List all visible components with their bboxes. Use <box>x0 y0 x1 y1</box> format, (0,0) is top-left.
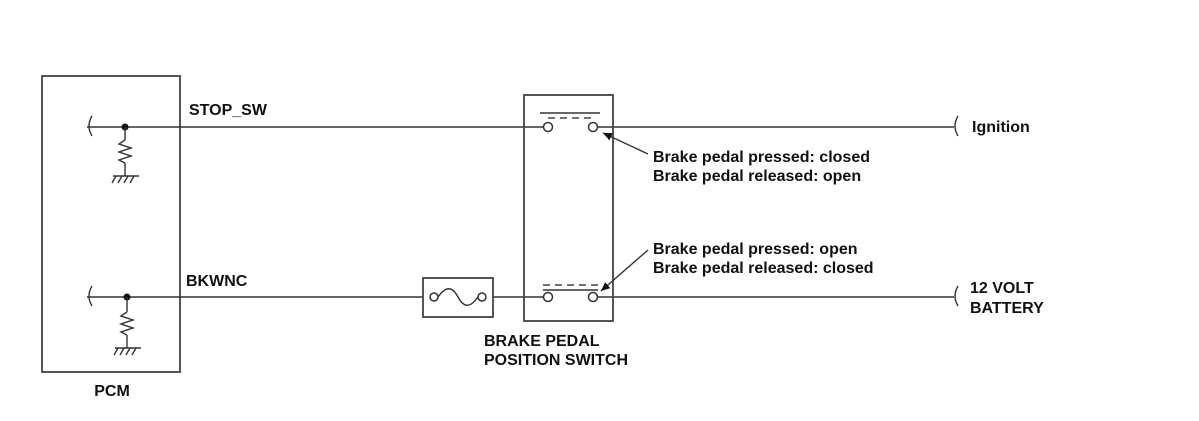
lower-resistor <box>118 311 136 336</box>
pcm-lower-input-circuit <box>87 285 180 356</box>
upper-callout-line1: Brake pedal pressed: closed <box>653 149 870 166</box>
switch-label-line2: POSITION SWITCH <box>484 352 628 369</box>
lower-connector-break <box>88 285 93 307</box>
lower-callout-arrow <box>600 249 649 292</box>
brake-pedal-position-switch: BRAKE PEDAL POSITION SWITCH <box>484 94 628 369</box>
upper-switch-contact-icon <box>540 112 600 133</box>
pcm-label: PCM <box>94 383 130 400</box>
pcm-module: PCM <box>41 75 181 400</box>
battery-label-line2: BATTERY <box>970 300 1044 317</box>
switch-label-line1: BRAKE PEDAL <box>484 333 600 350</box>
upper-ground-icon <box>111 175 139 184</box>
lower-switch-contact-icon <box>542 284 599 303</box>
lower-ground-icon <box>113 347 141 356</box>
battery-label-line1: 12 VOLT <box>970 280 1034 297</box>
battery-connector-break <box>954 285 959 307</box>
upper-callout-line2: Brake pedal released: open <box>653 168 861 185</box>
bkwnc-label: BKWNC <box>186 273 248 290</box>
pcm-upper-input-circuit <box>87 115 180 184</box>
stop-sw-label: STOP_SW <box>189 102 268 119</box>
upper-resistor <box>116 139 134 164</box>
fuse-icon <box>422 277 494 318</box>
lower-callout-line1: Brake pedal pressed: open <box>653 241 858 258</box>
upper-connector-break <box>88 115 93 137</box>
pcm-box <box>41 75 181 373</box>
upper-callout-arrow <box>602 132 649 155</box>
ignition-label: Ignition <box>972 119 1030 136</box>
ignition-connector-break <box>954 115 959 137</box>
switch-box <box>523 94 614 322</box>
lower-callout-line2: Brake pedal released: closed <box>653 260 874 277</box>
